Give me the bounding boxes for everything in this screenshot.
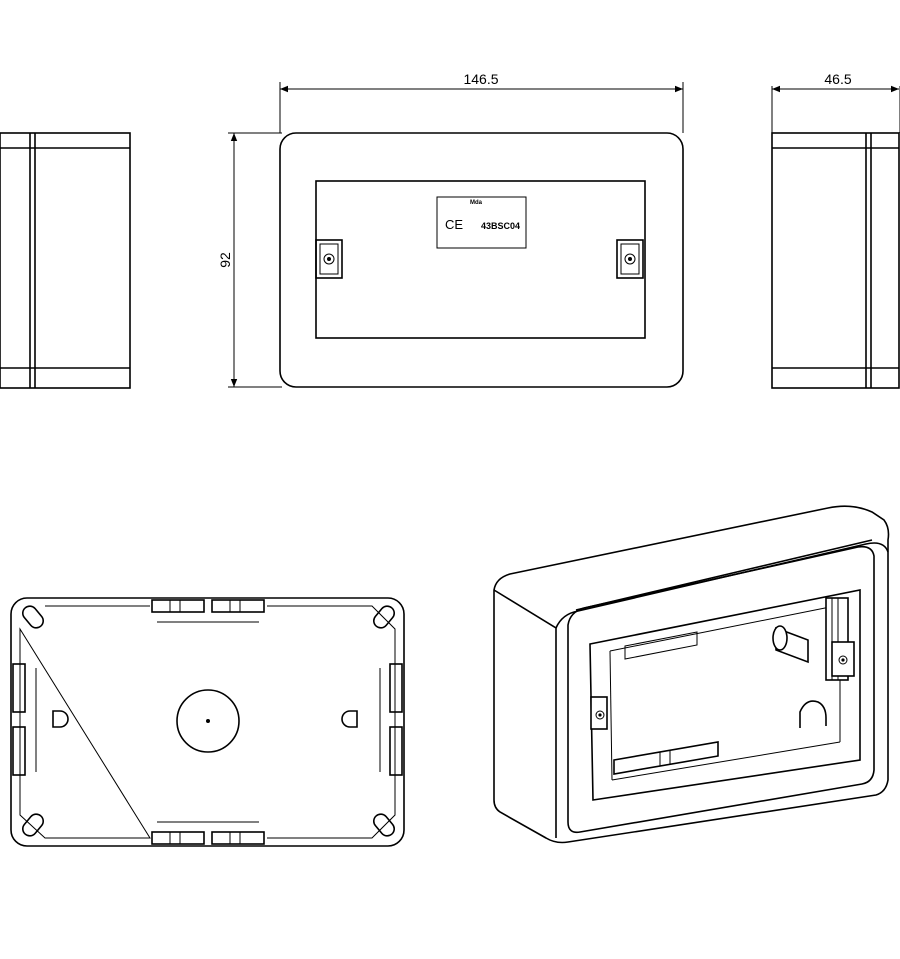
left-d-hole [52, 710, 69, 728]
width-label: 146.5 [463, 71, 498, 87]
ce-mark: CE [445, 217, 463, 232]
left-knockouts [12, 663, 37, 776]
iso-right-mount [772, 597, 855, 681]
bottom-knockouts [151, 821, 265, 845]
model-number: 43BSC04 [481, 221, 520, 231]
depth-label: 46.5 [824, 71, 851, 87]
iso-left-mount [590, 696, 608, 730]
right-screw-lug [616, 239, 644, 279]
back-view [10, 597, 405, 847]
height-dimension: 92 [217, 132, 282, 388]
isometric-view [493, 505, 890, 844]
width-dimension: 146.5 [279, 71, 684, 133]
height-label: 92 [217, 252, 233, 268]
left-screw-lug [315, 239, 343, 279]
right-side-view: 46.5 [771, 71, 900, 389]
right-knockouts [379, 663, 403, 776]
front-view: 146.5 92 Mda CE 43BSC04 [217, 71, 684, 388]
label-plate [436, 196, 527, 249]
iso-bottom-knockout [613, 741, 719, 775]
right-d-hole [341, 710, 358, 728]
brand-logo: Mda [470, 200, 483, 206]
depth-dimension: 46.5 [771, 71, 900, 133]
left-side-view [0, 132, 131, 389]
central-knockout [176, 689, 240, 753]
top-knockouts [151, 599, 265, 623]
